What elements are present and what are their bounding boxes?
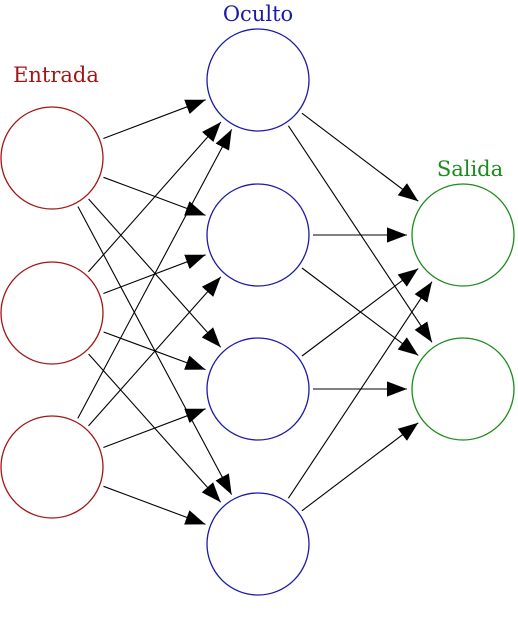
edge-input-3-to-hidden-3 xyxy=(103,408,206,449)
input-neuron-1 xyxy=(0,106,104,210)
hidden-neuron-3 xyxy=(206,337,310,441)
edge-input-3-to-hidden-1 xyxy=(77,129,233,419)
hidden-layer-label: Oculto xyxy=(223,2,293,26)
edge-hidden-4-to-output-2 xyxy=(301,422,419,512)
input-neuron-2 xyxy=(0,261,104,365)
edge-input-3-to-hidden-2 xyxy=(88,276,222,427)
neurons xyxy=(0,28,515,596)
edge-input-3-to-hidden-4 xyxy=(103,485,206,525)
hidden-neuron-1 xyxy=(206,28,310,132)
input-layer-label: Entrada xyxy=(13,63,99,87)
edge-hidden-1-to-output-1 xyxy=(301,112,419,202)
edge-input-2-to-hidden-1 xyxy=(87,121,222,273)
output-neuron-2 xyxy=(411,337,515,441)
connections xyxy=(77,99,433,525)
layer-labels: Entrada Oculto Salida xyxy=(13,2,503,181)
edge-hidden-4-to-output-1 xyxy=(287,281,433,499)
hidden-neuron-4 xyxy=(206,492,310,596)
edge-hidden-3-to-output-1 xyxy=(301,268,419,357)
edge-hidden-1-to-output-2 xyxy=(287,125,433,343)
edge-input-1-to-hidden-1 xyxy=(103,99,206,140)
hidden-neuron-2 xyxy=(206,183,310,287)
output-neuron-1 xyxy=(411,183,515,287)
output-layer-label: Salida xyxy=(437,157,503,181)
input-neuron-3 xyxy=(0,415,104,519)
